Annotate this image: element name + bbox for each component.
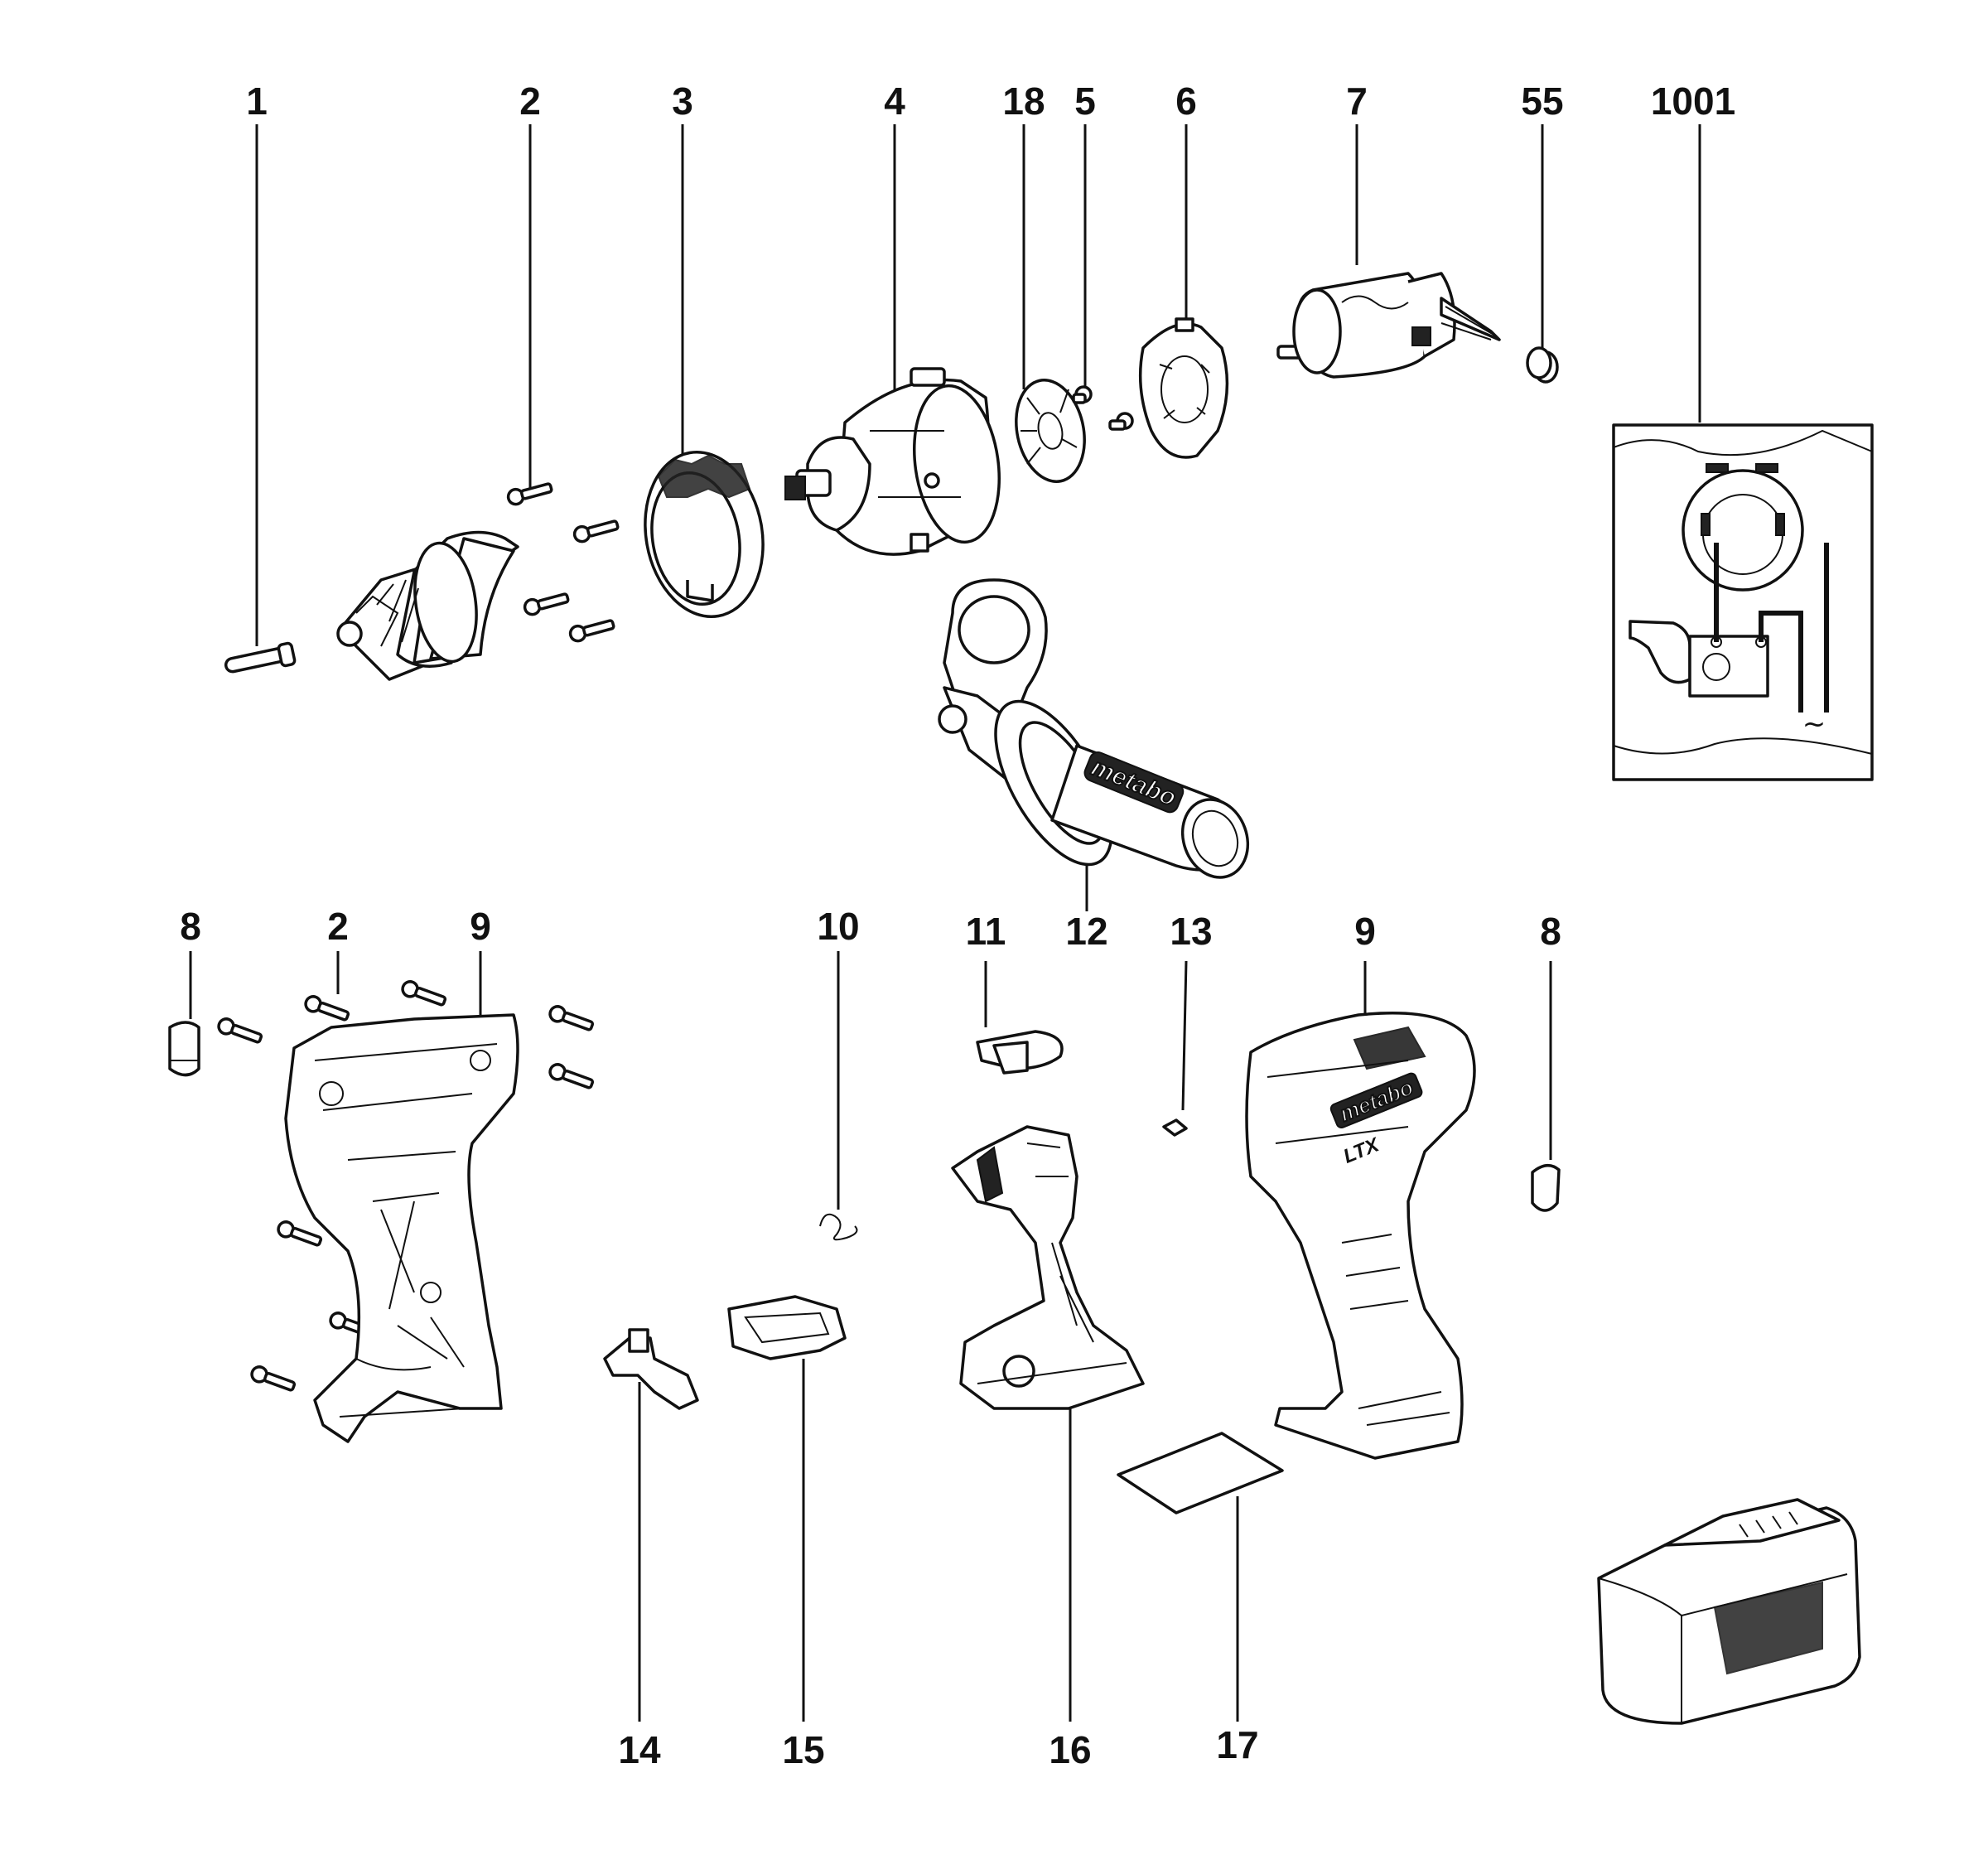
screw	[401, 980, 447, 1007]
screw	[523, 592, 570, 616]
callout-13: 13	[1170, 910, 1212, 953]
part-18-disc	[1015, 379, 1086, 483]
callout-8-left: 8	[180, 905, 201, 948]
part-6-bearing-plate	[1138, 317, 1229, 459]
part-8-right-cap	[1531, 1164, 1561, 1212]
callout-6: 6	[1175, 80, 1197, 123]
screw	[548, 1005, 595, 1031]
callout-1001: 1001	[1651, 80, 1735, 123]
part-14-bracket	[603, 1328, 699, 1410]
callout-15: 15	[782, 1728, 824, 1771]
part-9-right-housing-half: metabo LTX	[1245, 1012, 1476, 1460]
screws-left-housing	[217, 980, 595, 1392]
part-8-left-cap	[168, 1021, 200, 1077]
battery-pack	[1597, 1498, 1861, 1725]
callout-18: 18	[1002, 80, 1045, 123]
callout-3: 3	[672, 80, 693, 123]
callout-16: 16	[1049, 1728, 1091, 1771]
callout-9-right: 9	[1354, 910, 1376, 953]
callout-12: 12	[1065, 910, 1107, 953]
screw	[572, 519, 620, 543]
part-9-left-housing-half	[284, 1013, 519, 1443]
part-55-bushing	[1526, 346, 1559, 384]
callout-9-left: 9	[470, 905, 491, 948]
part-11-slider	[976, 1030, 1064, 1075]
callout-8-right: 8	[1540, 910, 1561, 953]
callout-5: 5	[1074, 80, 1096, 123]
screw	[506, 482, 553, 506]
screws-top	[506, 482, 620, 643]
drill-chuck	[336, 530, 519, 681]
part-15-latch-frame	[727, 1295, 847, 1360]
callout-7: 7	[1346, 80, 1368, 123]
screw	[217, 1017, 263, 1044]
callout-11: 11	[966, 910, 1006, 953]
leader-13	[1181, 960, 1188, 1111]
callout-17: 17	[1216, 1723, 1258, 1766]
part-17-label-sheet	[1117, 1432, 1284, 1514]
callout-2-bottom: 2	[327, 905, 349, 948]
callout-14: 14	[618, 1728, 661, 1771]
part-1-spindle-pin	[224, 641, 297, 674]
screw	[304, 995, 350, 1022]
callout-4: 4	[884, 80, 905, 123]
leader-lines	[189, 124, 1701, 1722]
screw	[277, 1220, 323, 1247]
part-10-spring	[819, 1213, 858, 1241]
callout-10: 10	[817, 905, 859, 948]
screw	[568, 619, 615, 643]
part-16-switch-assembly	[951, 1125, 1145, 1410]
part-13-clip	[1162, 1118, 1188, 1137]
part-4-gearbox	[784, 367, 1001, 556]
part-3-gear-ring	[644, 451, 765, 618]
part-5-screws	[1072, 385, 1134, 431]
part-1001-wiring-inset: ~	[1612, 423, 1874, 781]
callout-55: 55	[1521, 80, 1563, 123]
callout-2-top: 2	[519, 80, 541, 123]
screw	[250, 1365, 297, 1392]
ac-symbol: ~	[1802, 708, 1826, 741]
switch-trigger	[1629, 620, 1691, 684]
part-12-side-handle: metabo	[938, 578, 1250, 879]
screw	[548, 1063, 595, 1089]
callout-labels: 1 2 3 4 18 5 6 7 55 1001 12 8 2 9 10 11 …	[180, 80, 1735, 1771]
callout-1: 1	[246, 80, 268, 123]
part-7-motor	[1276, 272, 1501, 379]
